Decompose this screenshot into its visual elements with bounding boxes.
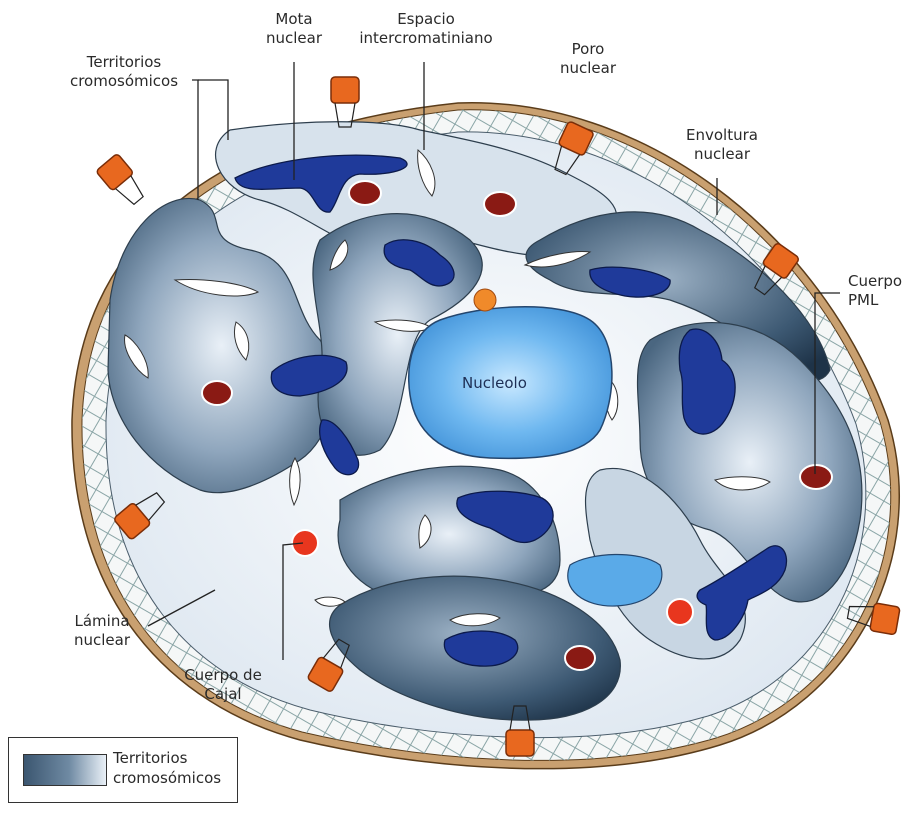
- label-espacio-intercromatiniano: Espacio intercromatiniano: [356, 10, 496, 48]
- label-mota-nuclear: Mota nuclear: [244, 10, 344, 48]
- small-orange-body: [474, 289, 496, 311]
- legend-gradient-swatch: [23, 754, 107, 786]
- label-envoltura-nuclear: Envoltura nuclear: [672, 126, 772, 164]
- legend-label: Territorios cromosómicos: [113, 748, 221, 788]
- legend: Territorios cromosómicos: [8, 737, 238, 803]
- label-lamina-nuclear: Lámina nuclear: [52, 612, 152, 650]
- label-cuerpo-de-cajal: Cuerpo de Cajal: [168, 666, 278, 704]
- label-cuerpo-pml: Cuerpo PML: [848, 272, 914, 310]
- label-nucleolo: Nucleolo: [462, 374, 527, 392]
- label-territorios-cromosomicos: Territorios cromosómicos: [50, 53, 198, 91]
- label-poro-nuclear: Poro nuclear: [548, 40, 628, 78]
